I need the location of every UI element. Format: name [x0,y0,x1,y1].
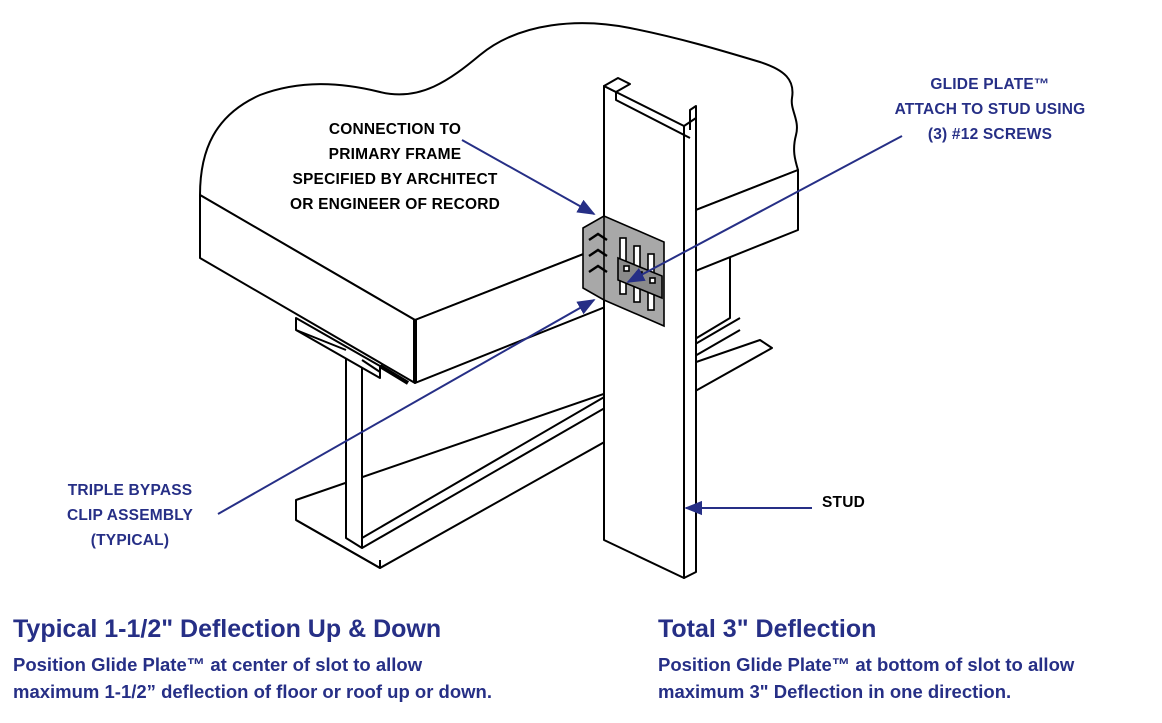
leader-lines [217,135,903,516]
leader-connection [461,139,596,215]
bypass-clip-diagram [199,22,903,579]
note-left-heading: Typical 1-1/2" Deflection Up & Down [13,615,442,643]
callout-connection: CONNECTION TO PRIMARY FRAME SPECIFIED BY… [289,121,501,213]
stud [603,77,697,579]
note-right-heading: Total 3" Deflection [658,615,877,643]
triple-bypass-clip [582,215,665,328]
callout-glide-plate: GLIDE PLATE™ ATTACH TO STUD USING (3) #1… [894,76,1086,143]
leader-triple-bypass [217,299,596,515]
callout-stud: STUD [822,494,865,511]
leader-glide-plate [626,135,903,283]
note-right-text: Position Glide Plate™ at bottom of slot … [658,654,1075,702]
callout-triple-bypass: TRIPLE BYPASS CLIP ASSEMBLY (TYPICAL) [66,482,194,549]
note-left-text: Position Glide Plate™ at center of slot … [13,654,492,702]
